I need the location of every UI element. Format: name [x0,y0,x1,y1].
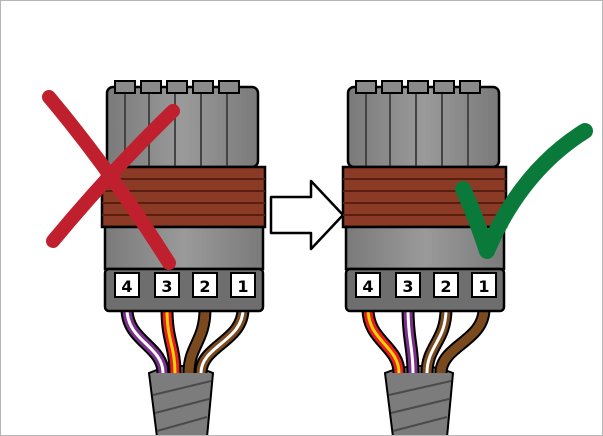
connector-head [346,80,501,169]
check-mark-icon [455,123,593,259]
wire-pin-2 [420,308,453,374]
pin-labels: 4 3 2 1 [114,272,256,298]
pin-labels: 4 3 2 1 [355,272,497,298]
cable-sleeve [147,365,215,435]
connector-incorrect: 4 3 2 1 [42,80,267,435]
wire-pin-4 [120,308,170,374]
wire-pin-1 [434,308,491,374]
wire-bundle [361,308,491,374]
cable-sleeve [383,365,455,435]
pin-label-2: 2 [440,277,451,296]
pin-label-4: 4 [362,277,373,296]
pin-label-2: 2 [199,277,210,296]
pin-label-4: 4 [121,277,132,296]
cross-mark-icon [42,90,180,270]
wire-pin-4 [361,308,406,374]
right-arrow-icon [269,179,345,251]
connector-body [103,225,265,313]
pin-label-1: 1 [478,277,489,296]
wire-pin-3 [401,308,420,374]
connector-correct: 4 3 2 1 [341,80,593,435]
wire-pin-3 [160,308,182,374]
pin-label-1: 1 [237,277,248,296]
pin-label-3: 3 [161,277,172,296]
pin-label-3: 3 [402,277,413,296]
wire-bundle [120,308,250,374]
wire-pin-1 [194,308,250,374]
wire-pin-2 [182,308,212,374]
